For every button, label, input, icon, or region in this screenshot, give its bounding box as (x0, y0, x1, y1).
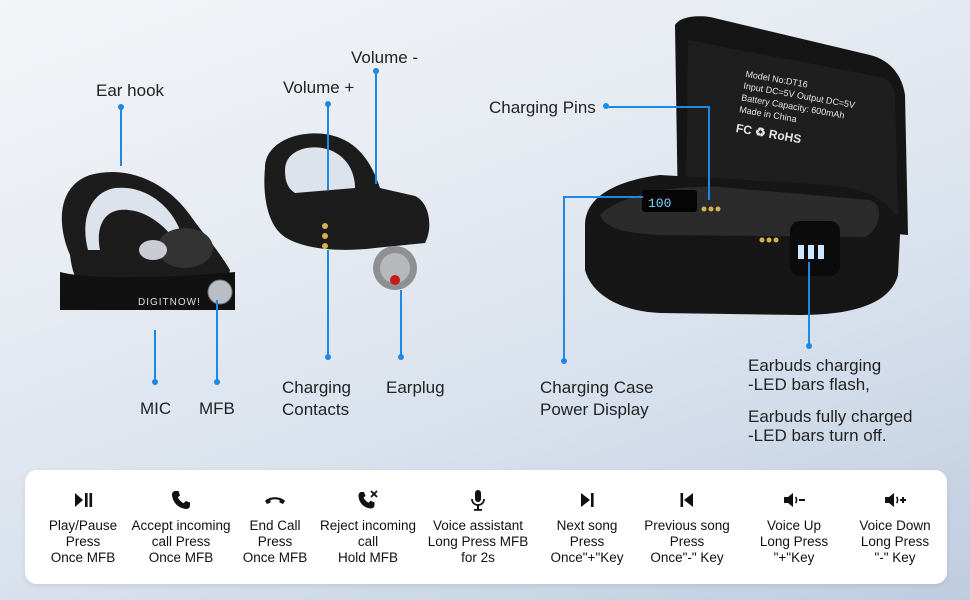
left-earbud-image: DIGITNOW! (60, 171, 235, 310)
volume-plus-label: Volume + (283, 78, 355, 97)
volume-plus-line (327, 105, 329, 190)
ear-hook-label: Ear hook (96, 81, 165, 100)
volume-up-icon (885, 493, 906, 507)
earbuds-charging-label: Earbuds charging -LED bars flash, (748, 356, 882, 394)
brand-text: DIGITNOW! (138, 297, 201, 308)
volume-plus-dot (325, 101, 331, 107)
mfb-line (216, 300, 218, 382)
charging-contacts-line (327, 250, 329, 356)
mic-label: MIC (140, 399, 172, 418)
earbuds-led-line (808, 262, 810, 346)
case-display-dot (561, 358, 567, 364)
mfb-dot (214, 379, 220, 385)
charging-contacts-dot (325, 354, 331, 360)
charging-pins-line-h (607, 106, 709, 108)
phone-icon (172, 491, 190, 509)
play-pause-icon (75, 493, 93, 507)
earplug-line (400, 290, 402, 356)
volume-minus-dot (373, 68, 379, 74)
battery-display: 100 (648, 196, 671, 211)
charging-pins-dot (603, 103, 609, 109)
case-display-line-v (563, 196, 565, 361)
case-display-label: Charging Case Power Display (540, 378, 654, 419)
ear-hook-dot (118, 104, 124, 110)
volume-down-icon (784, 493, 805, 507)
charging-contacts-label: Charging Contacts (282, 378, 351, 419)
volume-minus-line (375, 72, 377, 184)
earplug-dot (398, 354, 404, 360)
case-display-line-h (563, 196, 643, 198)
charging-pins-line-v (708, 106, 710, 200)
earbuds-led-dot (806, 343, 812, 349)
previous-track-icon (680, 493, 693, 507)
next-track-icon (581, 493, 594, 507)
right-earbud-image (264, 133, 430, 290)
reject-call-icon (358, 490, 378, 509)
mic-dot (152, 379, 158, 385)
mfb-label: MFB (199, 399, 235, 418)
earplug-label: Earplug (386, 378, 445, 397)
microphone-icon (471, 490, 485, 511)
charging-case-image: Model No:DT16 Input DC=5V Output DC=5V B… (585, 16, 908, 315)
ear-hook-line (120, 108, 122, 166)
hang-up-icon (265, 497, 285, 504)
volume-minus-label: Volume - (351, 48, 419, 67)
earbuds-full-label: Earbuds fully charged -LED bars turn off… (748, 407, 913, 445)
charging-pins-label: Charging Pins (489, 98, 596, 117)
mic-line (154, 330, 156, 382)
